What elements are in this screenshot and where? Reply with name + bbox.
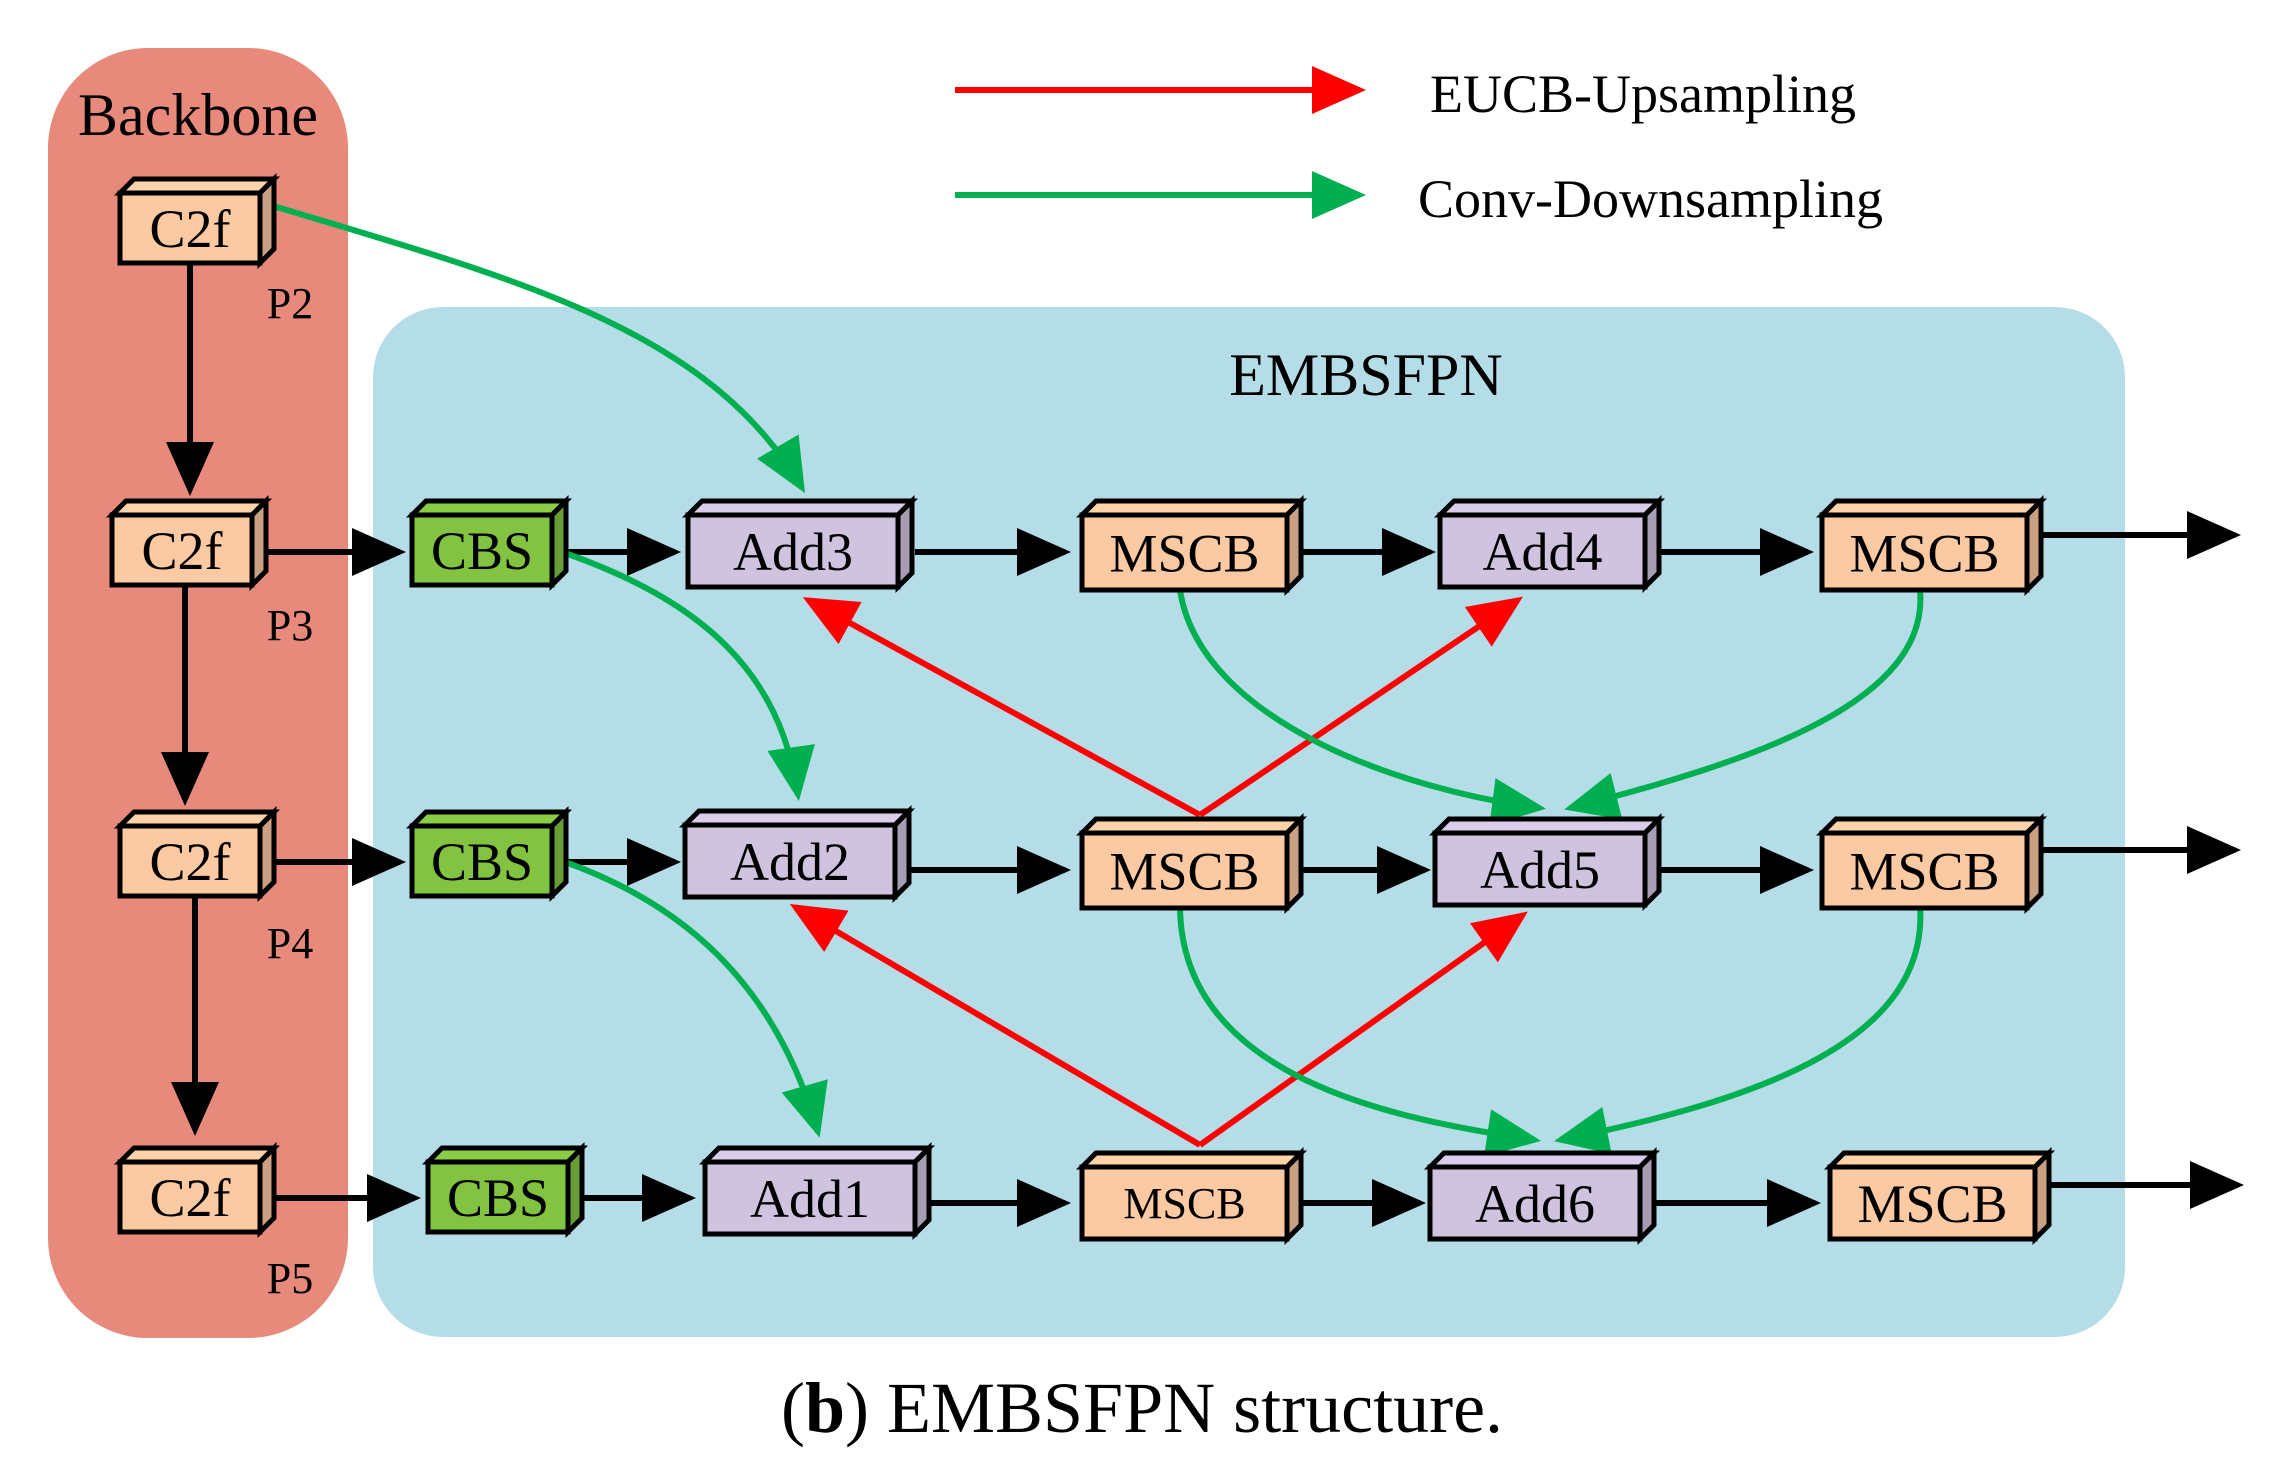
level-label-p4: P4 bbox=[267, 919, 313, 968]
mscb-r3-b-front-face bbox=[1827, 1164, 2038, 1242]
cbs-p3-front-face bbox=[409, 512, 555, 588]
mscb-r2-a: MSCB bbox=[1075, 812, 1308, 915]
downsampling-arrows bbox=[269, 202, 1924, 1157]
blocks-layer: C2fC2fC2fC2fCBSCBSCBSAdd3Add2Add1Add4Add… bbox=[105, 172, 2056, 1246]
add1-label: Add1 bbox=[750, 1169, 870, 1229]
c2f-p5: C2f bbox=[113, 1141, 281, 1239]
mscb-r1-b-front-face bbox=[1819, 512, 2030, 593]
add1: Add1 bbox=[698, 1141, 936, 1241]
c2f-p4-front-face bbox=[117, 823, 263, 899]
add5-front-face bbox=[1432, 830, 1648, 908]
mscb-r2-a-label: MSCB bbox=[1109, 842, 1259, 902]
caption-open: ( bbox=[781, 1368, 805, 1448]
level-label-p5: P5 bbox=[267, 1254, 313, 1303]
cbs-p5: CBS bbox=[421, 1141, 589, 1239]
add6-front-face bbox=[1427, 1164, 1643, 1242]
c2f-p2: C2f bbox=[113, 172, 281, 270]
mscb-r3-b: MSCB bbox=[1823, 1146, 2056, 1246]
mscb-r2-b-front-face bbox=[1819, 830, 2030, 911]
mscb-r1-b: MSCB bbox=[1815, 494, 2048, 597]
add4-front-face bbox=[1437, 512, 1648, 590]
legend-downsample-label: Conv-Downsampling bbox=[1418, 169, 1883, 229]
mscb-r1-a-label: MSCB bbox=[1109, 524, 1259, 584]
add2: Add2 bbox=[678, 804, 916, 904]
c2f-p4: C2f bbox=[113, 805, 281, 903]
embsfpn-title: EMBSFPN bbox=[1229, 342, 1502, 408]
figure-caption: (b) EMBSFPN structure. bbox=[781, 1368, 1503, 1448]
add3-front-face bbox=[685, 512, 901, 590]
cbs-p5-label: CBS bbox=[447, 1168, 549, 1228]
add4-label: Add4 bbox=[1483, 522, 1603, 582]
level-label-p2: P2 bbox=[267, 279, 313, 328]
add6: Add6 bbox=[1423, 1146, 1661, 1246]
legend-upsample-label: EUCB-Upsampling bbox=[1430, 64, 1856, 124]
add6-label: Add6 bbox=[1475, 1174, 1595, 1234]
add3-label: Add3 bbox=[733, 522, 853, 582]
c2f-p2-front-face bbox=[117, 190, 263, 266]
caption-rest: ) EMBSFPN structure. bbox=[845, 1368, 1503, 1448]
c2f-p4-label: C2f bbox=[150, 832, 231, 892]
mscb-r3-a-label: MSCB bbox=[1123, 1179, 1245, 1228]
mscb-r1-b-label: MSCB bbox=[1849, 524, 1999, 584]
c2f-p5-front-face bbox=[117, 1159, 263, 1235]
add3: Add3 bbox=[681, 494, 919, 594]
backbone-flow-arrows bbox=[161, 265, 219, 1136]
caption-letter: b bbox=[805, 1368, 845, 1448]
add2-front-face bbox=[682, 822, 898, 900]
cbs-p3-label: CBS bbox=[431, 521, 533, 581]
mscb-r3-a-front-face bbox=[1079, 1164, 1290, 1242]
add5: Add5 bbox=[1428, 812, 1666, 912]
mscb-r2-b: MSCB bbox=[1815, 812, 2048, 915]
mscb-r1-a: MSCB bbox=[1075, 494, 1308, 597]
cbs-p4-front-face bbox=[409, 823, 555, 899]
mscb-r3-a: MSCB bbox=[1075, 1146, 1308, 1246]
add4: Add4 bbox=[1433, 494, 1666, 594]
cbs-p5-front-face bbox=[425, 1159, 571, 1235]
c2f-p3: C2f bbox=[105, 494, 273, 592]
mscb-r1-a-front-face bbox=[1079, 512, 1290, 593]
c2f-p3-front-face bbox=[109, 512, 255, 588]
backbone-panel bbox=[48, 48, 348, 1338]
c2f-p5-label: C2f bbox=[150, 1168, 231, 1228]
backbone-title: Backbone bbox=[78, 82, 318, 148]
mscb-r3-b-label: MSCB bbox=[1857, 1174, 2007, 1234]
level-label-p3: P3 bbox=[267, 601, 313, 650]
c2f-p3-label: C2f bbox=[142, 521, 223, 581]
add5-label: Add5 bbox=[1480, 840, 1600, 900]
mscb-r2-a-front-face bbox=[1079, 830, 1290, 911]
cbs-p4-label: CBS bbox=[431, 832, 533, 892]
mscb-r2-b-label: MSCB bbox=[1849, 842, 1999, 902]
horizontal-flow-arrows bbox=[262, 511, 2244, 1227]
upsampling-arrows bbox=[789, 596, 1528, 1148]
cbs-p3: CBS bbox=[405, 494, 573, 592]
add1-front-face bbox=[702, 1159, 918, 1237]
cbs-p4: CBS bbox=[405, 805, 573, 903]
add2-label: Add2 bbox=[730, 832, 850, 892]
c2f-p2-label: C2f bbox=[150, 199, 231, 259]
